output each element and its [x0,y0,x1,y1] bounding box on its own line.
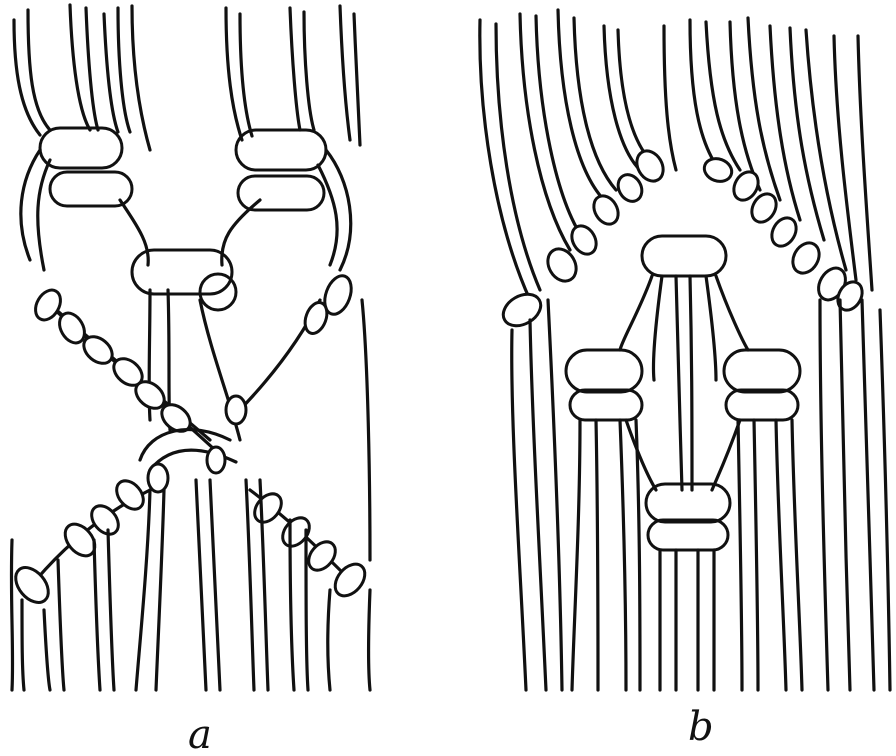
panel-b [480,10,890,690]
caption-a: a [188,712,212,756]
panel-b-beads-right [701,155,867,315]
panel-b-knot-left [566,350,656,690]
panel-a-bottom-cords [11,300,370,690]
panel-a [9,5,371,690]
panel-a-knot-right-top [236,130,351,270]
panel-b-knot-bottom [646,484,730,690]
panel-a-bead-diagonal-right [226,272,356,424]
panel-a-bead-lower [9,464,371,609]
panel-a-knot-left-top [21,128,132,270]
caption-b: b [688,704,714,750]
panel-a-bead-diagonal-left [30,286,215,450]
